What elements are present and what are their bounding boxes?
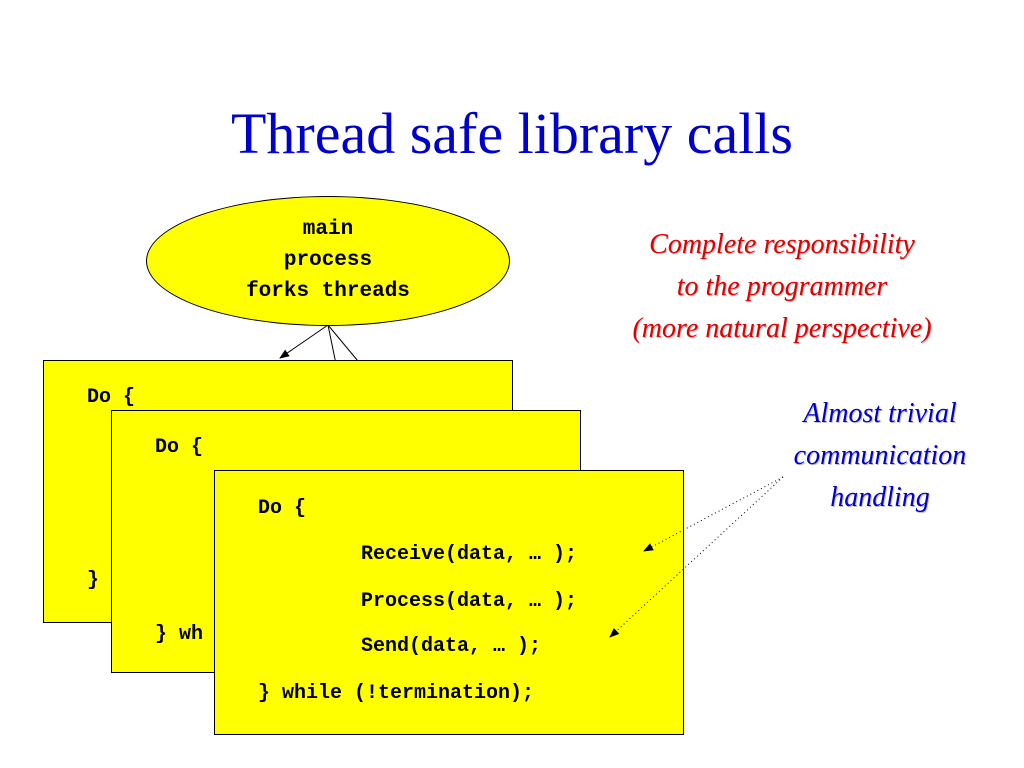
receive-call: Receive(data, … ); — [361, 543, 578, 566]
thread-back-close: } — [87, 569, 100, 592]
main-process-line-2: process — [283, 249, 373, 272]
thread-middle-open: Do { — [155, 436, 204, 459]
communication-line-2: communication — [793, 440, 967, 471]
main-process-node — [146, 196, 510, 326]
responsibility-note: Complete responsibility to the programme… — [590, 224, 974, 350]
responsibility-line-1: Complete responsibility — [649, 229, 915, 260]
main-process-line-1: main — [302, 218, 354, 241]
communication-note: Almost trivial communication handling — [760, 393, 1000, 519]
thread-middle-close: } wh — [155, 623, 204, 646]
arrow-to-thread-1 — [279, 324, 329, 359]
responsibility-line-2: to the programmer — [676, 271, 888, 302]
thread-box-front: Do { Receive(data, … ); Process(data, … … — [214, 470, 684, 735]
send-call: Send(data, … ); — [361, 635, 542, 658]
thread-back-open: Do { — [87, 386, 136, 409]
communication-line-3: handling — [830, 482, 930, 513]
process-call: Process(data, … ); — [361, 590, 578, 613]
main-process-label: main process forks threads — [146, 214, 510, 307]
arrow-to-send — [609, 476, 784, 638]
thread-front-close: } while (!termination); — [258, 682, 535, 705]
responsibility-line-3: (more natural perspective) — [632, 313, 932, 344]
main-process-line-3: forks threads — [246, 280, 410, 303]
slide-title: Thread safe library calls — [231, 101, 793, 166]
thread-front-open: Do { — [258, 497, 307, 520]
communication-line-1: Almost trivial — [803, 398, 957, 429]
